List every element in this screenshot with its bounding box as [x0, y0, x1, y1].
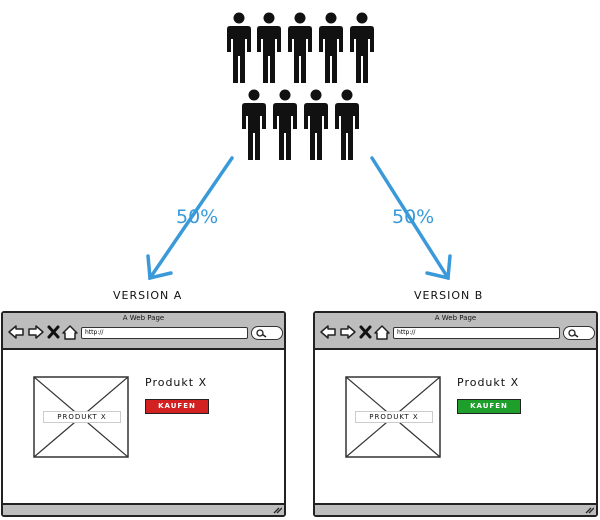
search-icon	[568, 329, 579, 338]
back-arrow-icon[interactable]	[8, 325, 24, 339]
nav-buttons	[8, 325, 78, 340]
window-title: A Web Page	[122, 314, 165, 322]
status-bar	[3, 503, 284, 515]
buy-button[interactable]: KAUFEN	[457, 399, 521, 414]
search-icon	[256, 329, 267, 338]
browser-chrome: A Web Page http://	[315, 313, 596, 350]
url-field[interactable]: http://	[393, 327, 560, 339]
home-icon[interactable]	[62, 325, 78, 340]
nav-buttons	[320, 325, 390, 340]
person-icon	[350, 12, 374, 83]
image-placeholder-label: PRODUKT X	[355, 411, 433, 423]
forward-arrow-icon[interactable]	[28, 325, 44, 339]
split-arrows	[146, 156, 452, 281]
url-field[interactable]: http://	[81, 327, 248, 339]
left-percent-label: 50%	[176, 206, 219, 228]
image-placeholder-label: PRODUKT X	[43, 411, 121, 423]
browser-chrome: A Web Page http://	[3, 313, 284, 350]
resize-grip-icon[interactable]	[585, 507, 594, 514]
search-field[interactable]	[251, 326, 283, 340]
people-group	[227, 12, 374, 160]
person-icon	[335, 89, 359, 160]
person-icon	[304, 89, 328, 160]
buy-button[interactable]: KAUFEN	[145, 399, 209, 414]
left-arrow	[146, 156, 234, 281]
person-icon	[319, 12, 343, 83]
person-icon	[257, 12, 281, 83]
product-title: Produkt X	[145, 376, 208, 389]
version-b-label: VERSION B	[414, 289, 484, 302]
right-arrow	[370, 156, 452, 281]
back-arrow-icon[interactable]	[320, 325, 336, 339]
person-icon	[288, 12, 312, 83]
status-bar	[315, 503, 596, 515]
forward-arrow-icon[interactable]	[340, 325, 356, 339]
search-field[interactable]	[563, 326, 595, 340]
close-icon[interactable]	[359, 325, 372, 339]
person-icon	[273, 89, 297, 160]
browser-window-b: A Web Page http:// PRODUKT X Produkt X K…	[313, 311, 598, 517]
close-icon[interactable]	[47, 325, 60, 339]
right-percent-label: 50%	[392, 206, 435, 228]
product-title: Produkt X	[457, 376, 520, 389]
version-a-label: VERSION A	[113, 289, 183, 302]
resize-grip-icon[interactable]	[273, 507, 282, 514]
person-icon	[227, 12, 251, 83]
browser-window-a: A Web Page http:// PRODUKT X Produkt X K…	[1, 311, 286, 517]
home-icon[interactable]	[374, 325, 390, 340]
window-title: A Web Page	[434, 314, 477, 322]
person-icon	[242, 89, 266, 160]
